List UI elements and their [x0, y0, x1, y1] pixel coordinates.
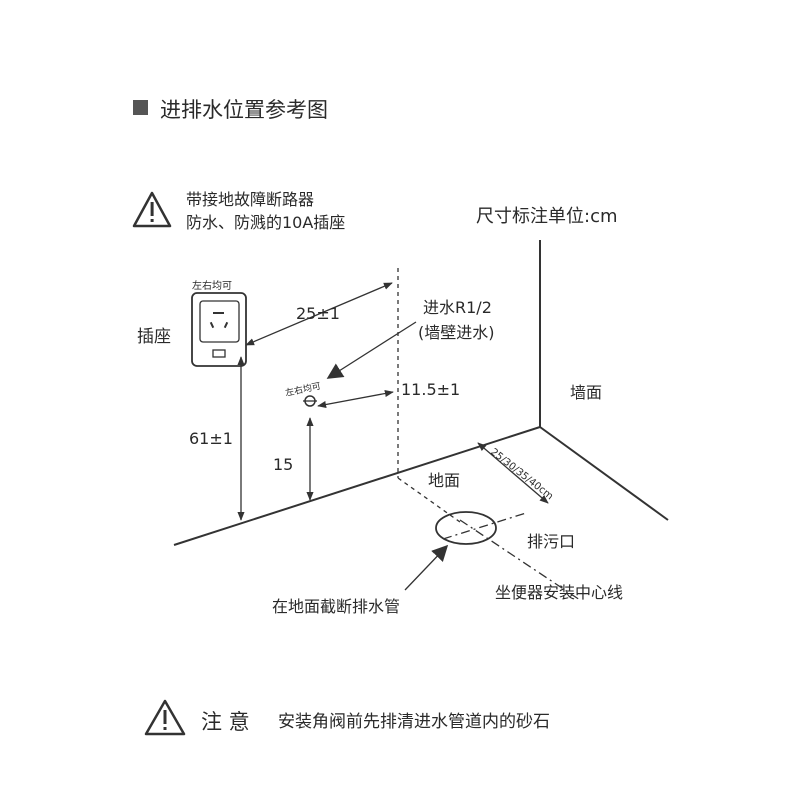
drain-label: 排污口 — [527, 532, 575, 551]
socket-tag: 左右均可 — [192, 279, 232, 292]
heading-square-icon — [133, 100, 148, 115]
inlet-tag: 左右均可 — [284, 380, 322, 399]
inlet-offset-value: 11.5±1 — [401, 380, 460, 399]
warning-line-2: 防水、防溅的10A插座 — [186, 213, 345, 232]
center-line-label: 坐便器安装中心线 — [495, 583, 623, 602]
socket-height-value: 61±1 — [189, 429, 233, 448]
socket-label: 插座 — [137, 327, 171, 347]
socket-offset-dimension — [245, 282, 393, 346]
notice-triangle-icon — [144, 699, 186, 736]
warning-line-1: 带接地故障断路器 — [186, 190, 314, 209]
inlet-label-1: 进水R1/2 — [423, 298, 492, 317]
drain-distance-dimension — [477, 442, 549, 504]
wall-label: 墙面 — [570, 383, 602, 402]
notice-text: 安装角阀前先排清进水管道内的砂石 — [278, 712, 550, 732]
drain-outlet-icon — [435, 511, 497, 545]
unit-label: 尺寸标注单位:cm — [476, 206, 618, 227]
side-floor-edge — [539, 426, 669, 521]
inlet-pointer-arrow — [326, 321, 417, 379]
socket-offset-value: 25±1 — [296, 304, 340, 323]
cut-pipe-arrow — [404, 544, 449, 591]
inlet-height-value: 15 — [273, 455, 293, 474]
socket-icon — [191, 292, 247, 367]
notice-title: 注 意 — [201, 710, 250, 734]
inlet-offset-dimension — [317, 389, 394, 409]
inlet-label-2: (墙壁进水) — [418, 323, 495, 342]
warning-triangle-icon — [132, 191, 172, 228]
center-line-extension — [459, 519, 581, 601]
center-line-dash — [442, 512, 527, 540]
cut-pipe-label: 在地面截断排水管 — [272, 597, 400, 616]
floor-label: 地面 — [428, 471, 460, 490]
page-title: 进排水位置参考图 — [160, 98, 328, 122]
drain-distance-value: 25/30/35/40cm — [488, 447, 555, 503]
